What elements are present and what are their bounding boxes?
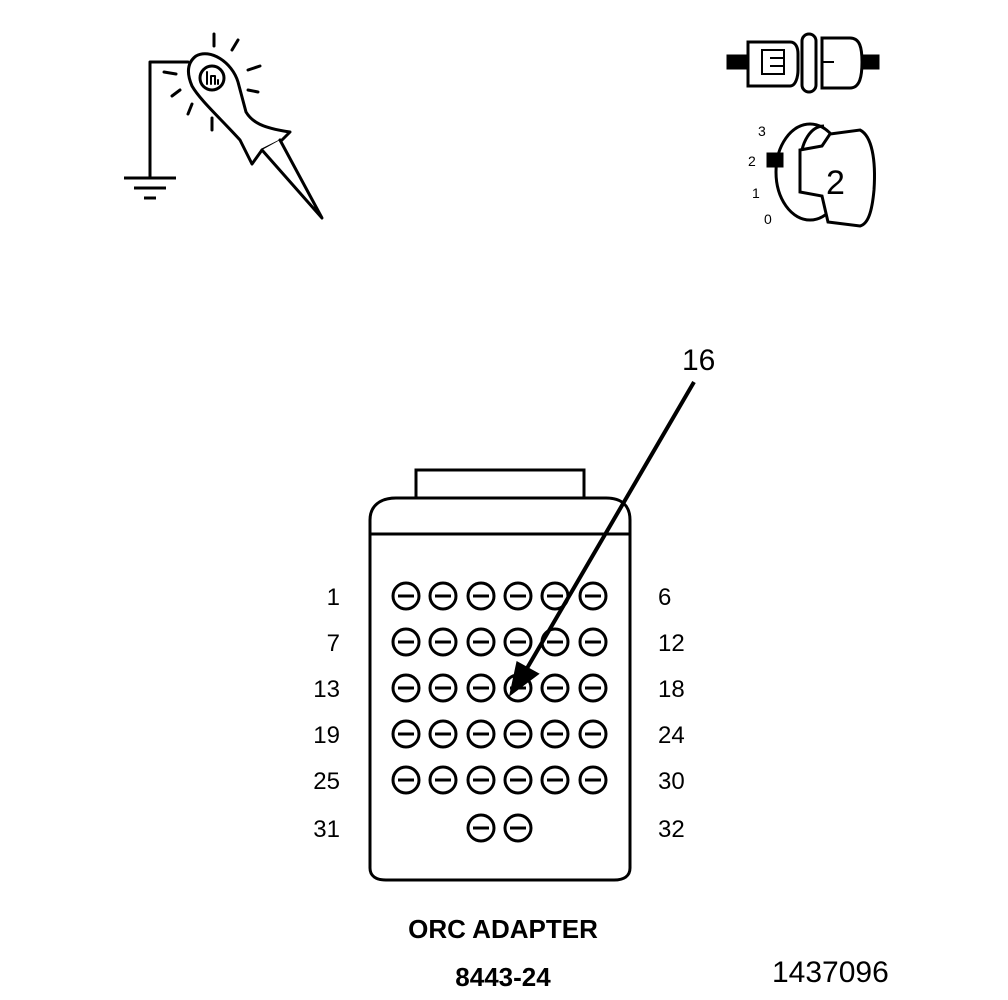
row-label-left: 19 [313,722,340,749]
pin-18 [578,673,608,703]
row-label-right: 12 [658,630,685,657]
pin-31 [466,813,496,843]
adapter-pins [391,581,608,843]
row-label-left: 7 [327,630,340,657]
row-label-right: 30 [658,768,685,795]
pin-4 [503,581,533,611]
row-label-right: 18 [658,676,685,703]
pin-1 [391,581,421,611]
pin-3 [466,581,496,611]
pin-15 [466,673,496,703]
row-label-right: 6 [658,584,671,611]
pin-23 [540,719,570,749]
pin-24 [578,719,608,749]
test-light-icon [148,32,324,220]
disconnect-connector-icon [726,32,880,94]
figure-id: 1437096 [772,956,889,989]
pin-7 [391,627,421,657]
key-position-label: 2 [826,164,845,202]
pin-14 [428,673,458,703]
row-label-left: 25 [313,768,340,795]
ground-icon [124,176,176,200]
pin-32 [503,813,533,843]
adapter-part-number: 8443-24 [455,962,551,992]
adapter-name: ORC ADAPTER [408,914,598,944]
pin-12 [578,627,608,657]
pin-28 [503,765,533,795]
row-label-left: 13 [313,676,340,703]
row-label-right: 24 [658,722,685,749]
row-label-left: 1 [327,584,340,611]
pin-29 [540,765,570,795]
switch-pos-0: 0 [764,211,772,227]
pin-22 [503,719,533,749]
ignition-key-icon [766,122,876,228]
row-label-right: 32 [658,816,685,843]
pin-10 [503,627,533,657]
pin-19 [391,719,421,749]
row-label-left: 31 [313,816,340,843]
pin-27 [466,765,496,795]
callout-pin-label: 16 [682,344,715,377]
row-labels: 1 6 7 12 13 18 19 24 25 30 31 32 [313,584,684,843]
callout-arrow [508,380,696,697]
pin-21 [466,719,496,749]
pin-8 [428,627,458,657]
pin-26 [428,765,458,795]
pin-2 [428,581,458,611]
pin-20 [428,719,458,749]
pin-25 [391,765,421,795]
pin-6 [578,581,608,611]
pin-9 [466,627,496,657]
pin-30 [578,765,608,795]
switch-pos-1: 1 [752,185,760,201]
pin-13 [391,673,421,703]
switch-pos-2: 2 [748,153,756,169]
switch-pos-3: 3 [758,123,766,139]
pin-17 [540,673,570,703]
